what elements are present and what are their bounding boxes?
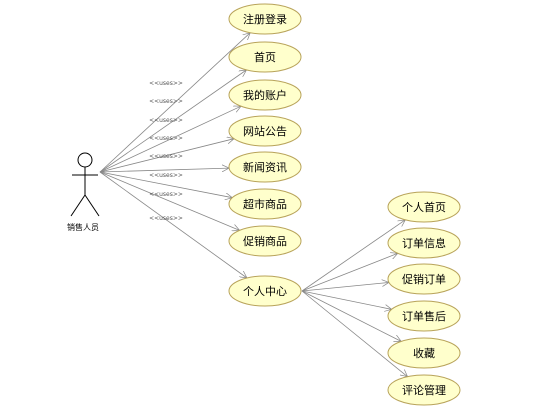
link-promo-order — [301, 282, 389, 292]
link-site-notice — [99, 139, 234, 173]
stereotype-label: <<uses>> — [149, 215, 183, 222]
use-case-site-notice-label: 网站公告 — [243, 124, 287, 138]
link-my-account — [99, 106, 241, 173]
stereotype-label: <<uses>> — [149, 135, 183, 142]
link-order-after-sale — [301, 290, 392, 309]
link-supermarket-goods — [99, 171, 232, 198]
use-case-order-info-label: 订单信息 — [402, 236, 446, 250]
link-favorites — [301, 290, 401, 341]
stereotype-label: <<uses>> — [149, 172, 183, 179]
use-case-review-manage[interactable]: 评论管理 — [387, 374, 461, 406]
actor-stick-figure-icon — [70, 152, 100, 217]
link-news — [99, 168, 229, 173]
link-home — [99, 70, 247, 173]
use-case-favorites-label: 收藏 — [413, 346, 435, 360]
use-case-my-account[interactable]: 我的账户 — [228, 79, 302, 111]
use-case-promo-order-label: 促销订单 — [402, 272, 446, 286]
use-case-order-after-sale[interactable]: 订单售后 — [387, 300, 461, 332]
stereotype-label: <<uses>> — [149, 191, 183, 198]
stereotype-label: <<uses>> — [149, 117, 183, 124]
use-case-supermarket-goods-label: 超市商品 — [243, 197, 287, 211]
use-case-promo-order[interactable]: 促销订单 — [387, 263, 461, 295]
stereotype-label: <<uses>> — [149, 98, 183, 105]
link-personal-home — [301, 220, 405, 292]
use-case-personal-center[interactable]: 个人中心 — [228, 275, 302, 307]
use-case-site-notice[interactable]: 网站公告 — [228, 115, 302, 147]
use-case-personal-home-label: 个人首页 — [402, 200, 446, 214]
link-order-info — [301, 253, 398, 292]
use-case-home-label: 首页 — [254, 50, 276, 64]
use-case-home[interactable]: 首页 — [228, 41, 302, 73]
use-case-promo-goods[interactable]: 促销商品 — [228, 225, 302, 257]
use-case-my-account-label: 我的账户 — [243, 88, 287, 102]
use-case-promo-goods-label: 促销商品 — [243, 234, 287, 248]
link-personal-center — [99, 171, 247, 278]
actor-label: 销售人员 — [67, 222, 99, 232]
use-case-supermarket-goods[interactable]: 超市商品 — [228, 188, 302, 220]
use-case-review-manage-label: 评论管理 — [402, 383, 446, 397]
use-case-personal-center-label: 个人中心 — [243, 285, 287, 298]
use-case-register-login-label: 注册登录 — [243, 12, 287, 26]
use-case-news[interactable]: 新闻资讯 — [228, 151, 302, 183]
use-case-personal-home[interactable]: 个人首页 — [387, 191, 461, 223]
link-register-login — [99, 33, 250, 173]
use-case-register-login[interactable]: 注册登录 — [228, 3, 302, 35]
stereotype-labels: <<uses>> <<uses>> <<uses>> <<uses>> <<uses>>… — [149, 80, 183, 222]
stereotype-label: <<uses>> — [149, 80, 183, 87]
use-case-order-info[interactable]: 订单信息 — [387, 227, 461, 259]
use-case-favorites[interactable]: 收藏 — [387, 337, 461, 369]
link-promo-goods — [99, 171, 240, 230]
use-case-order-after-sale-label: 订单售后 — [402, 309, 446, 323]
stereotype-label: <<uses>> — [149, 153, 183, 160]
association-links — [99, 33, 408, 377]
use-case-news-label: 新闻资讯 — [243, 160, 287, 174]
link-review-manage — [301, 290, 408, 377]
